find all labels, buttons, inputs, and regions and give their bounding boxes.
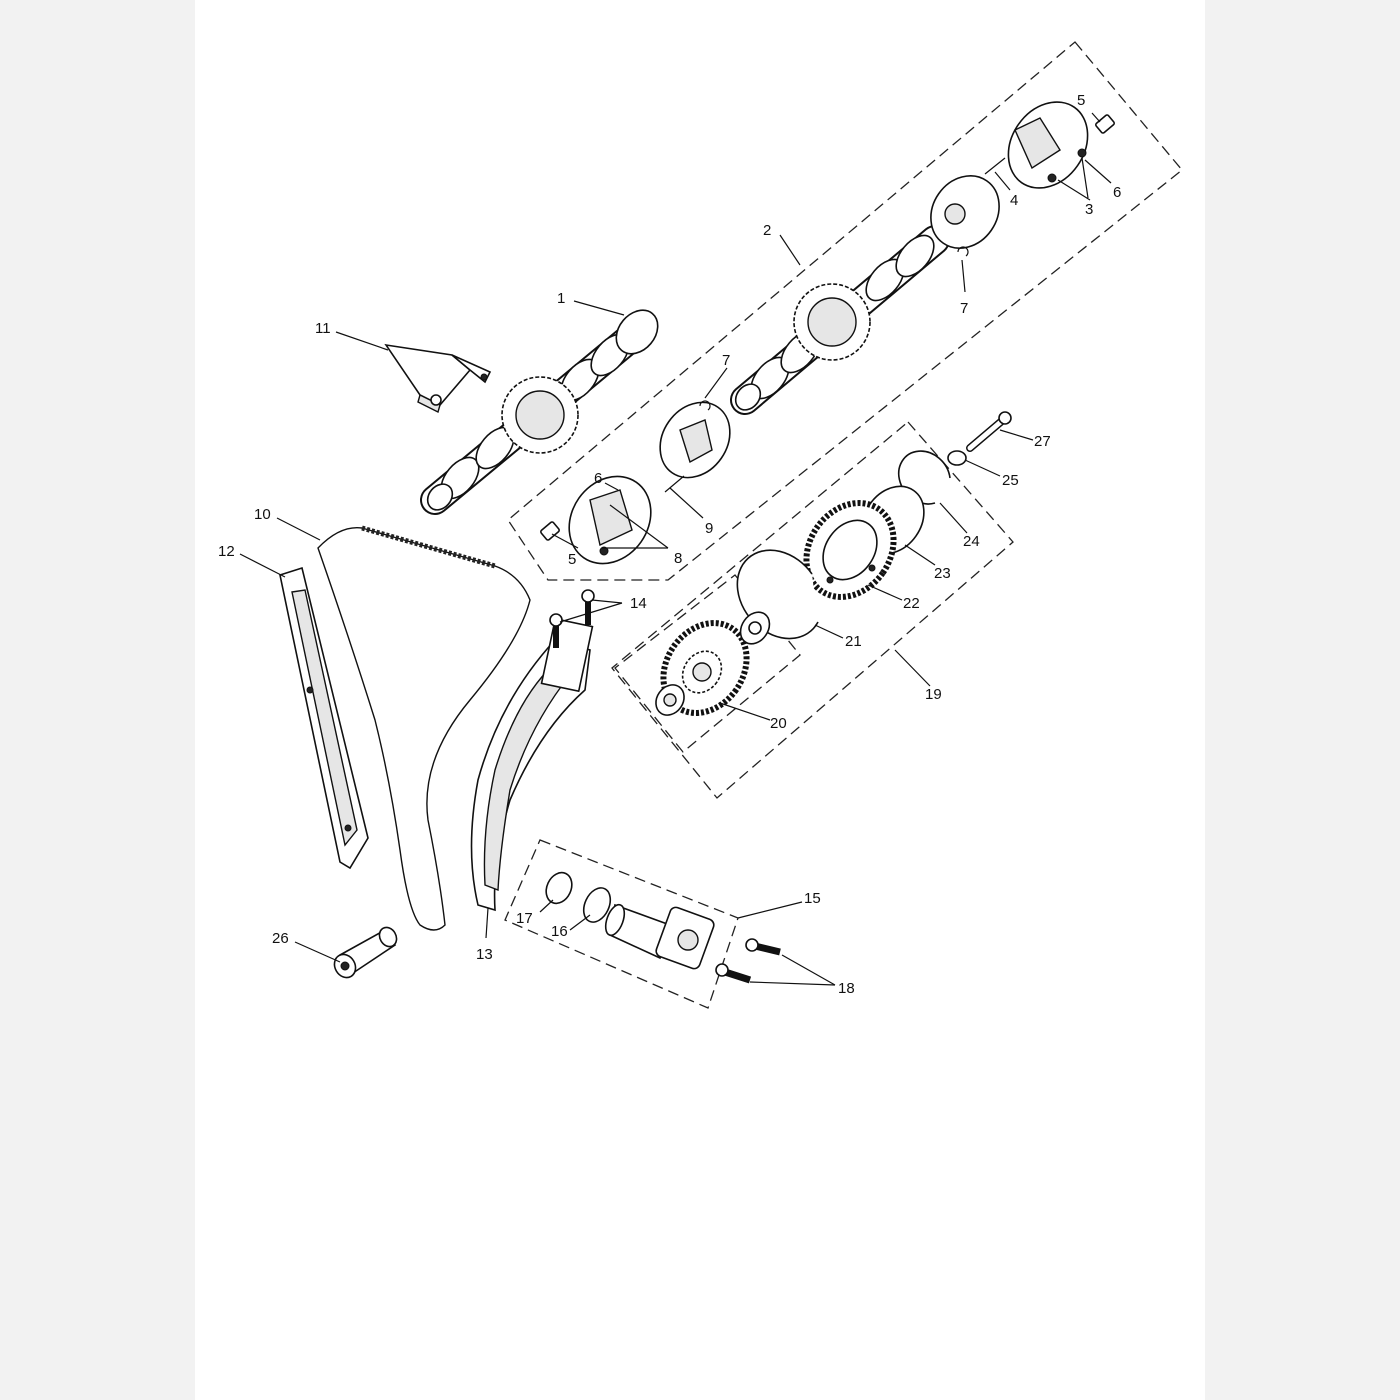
callout-1: 1 — [557, 290, 565, 307]
callout-4: 4 — [1010, 192, 1018, 209]
callout-23: 23 — [934, 565, 951, 582]
callout-11: 11 — [315, 320, 331, 337]
callout-15: 15 — [804, 890, 821, 907]
callout-22: 22 — [903, 595, 920, 612]
camshaft-part-2 — [730, 225, 950, 415]
callout-5-upper: 5 — [1077, 92, 1085, 109]
tensioner-part-15 — [604, 903, 715, 970]
leader-lines — [239, 112, 1112, 986]
callout-9: 9 — [705, 520, 713, 537]
callout-16: 16 — [551, 923, 568, 940]
gear-part-20 — [655, 611, 771, 716]
bolts-part-14 — [549, 589, 595, 648]
callout-7-upper: 7 — [722, 352, 730, 369]
callout-10: 10 — [254, 506, 271, 523]
callout-5-lower: 5 — [568, 551, 576, 568]
group-box-tensioner-15 — [504, 839, 739, 1009]
group-box-gear-19 — [611, 421, 1014, 799]
callout-7-right: 7 — [960, 300, 968, 317]
callout-17: 17 — [516, 910, 533, 927]
seal-part-17 — [545, 871, 573, 905]
bracket-part-11 — [384, 343, 492, 414]
guide-rail-part-12 — [279, 566, 369, 870]
gear-part-22 — [803, 500, 897, 600]
callout-13: 13 — [476, 946, 493, 963]
washer-part-25 — [947, 450, 967, 466]
camshaft-part-1 — [420, 309, 659, 515]
callout-14: 14 — [630, 595, 647, 612]
callout-labels: 1 2 3 4 5 5 6 6 7 7 8 9 10 11 12 13 14 1… — [218, 92, 1121, 997]
callout-21: 21 — [845, 633, 862, 650]
callout-26: 26 — [272, 930, 289, 947]
callout-8: 8 — [674, 550, 682, 567]
callout-24: 24 — [963, 533, 980, 550]
callout-18: 18 — [838, 980, 855, 997]
decompressor-assembly-lower — [540, 400, 731, 565]
pin-part-26 — [333, 926, 398, 979]
tensioner-blade-part-13 — [470, 617, 594, 912]
callout-12: 12 — [218, 543, 235, 560]
bolts-part-18 — [715, 938, 781, 984]
callout-6-lower: 6 — [594, 470, 602, 487]
callout-6-upper: 6 — [1113, 184, 1121, 201]
callout-27: 27 — [1034, 433, 1051, 450]
decompressor-assembly-upper — [930, 101, 1115, 257]
seal-part-16 — [582, 887, 612, 923]
callout-2: 2 — [763, 222, 771, 239]
callout-19: 19 — [925, 686, 942, 703]
callout-20: 20 — [770, 715, 787, 732]
callout-3: 3 — [1085, 201, 1093, 218]
callout-25: 25 — [1002, 472, 1019, 489]
bolt-part-27 — [966, 411, 1012, 452]
cam-chain-part-10 — [317, 525, 531, 931]
group-box-camshaft-2 — [507, 41, 1183, 581]
